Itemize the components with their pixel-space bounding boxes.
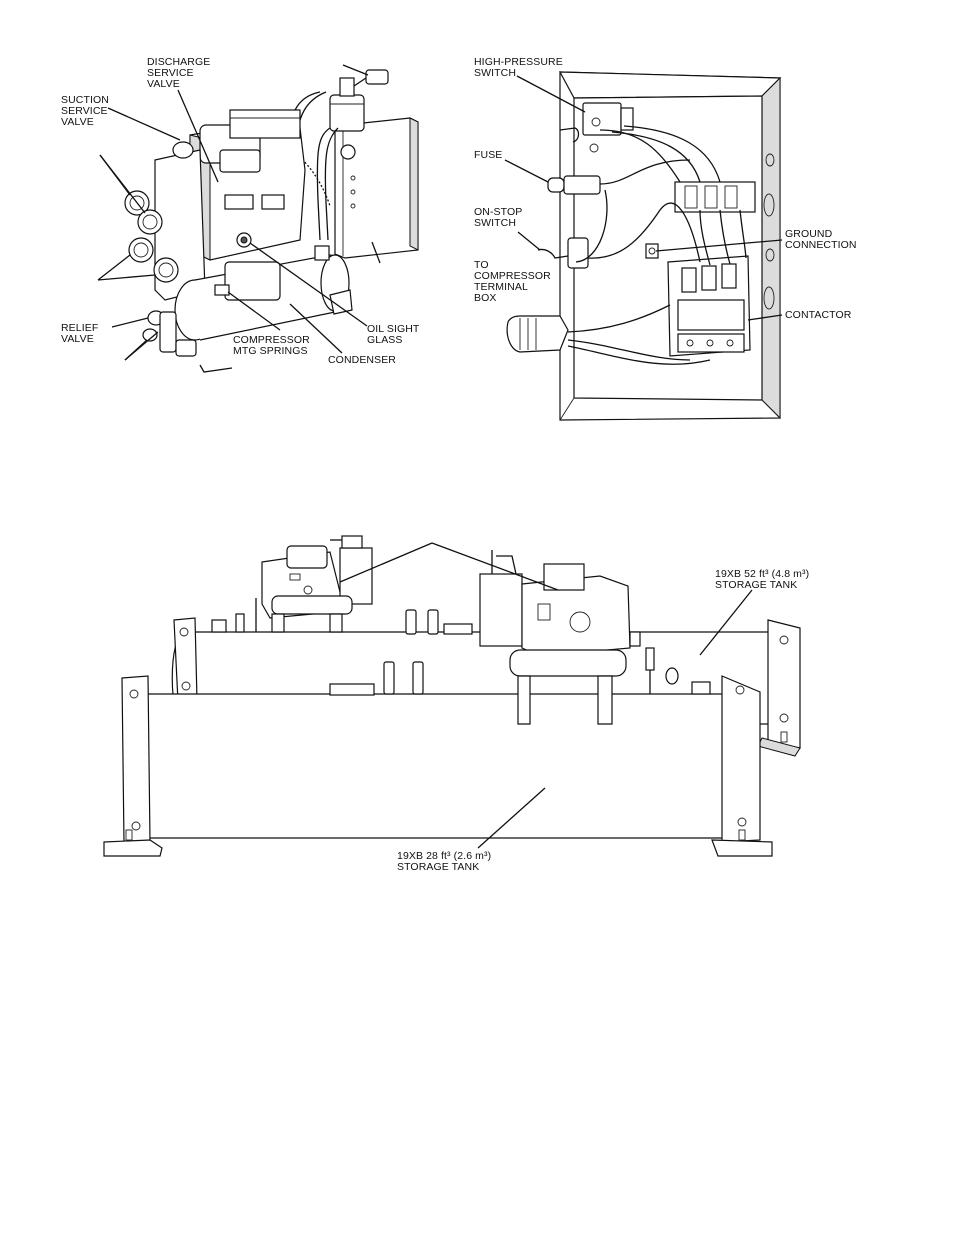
storage-tank-28-label: 19XB 28 ft³ (2.6 m³) STORAGE TANK	[397, 850, 492, 873]
oil-sight-glass-label: OIL SIGHT GLASS	[367, 323, 420, 346]
fuse-label: FUSE	[474, 149, 503, 161]
high-pressure-switch-label: HIGH-PRESSURE SWITCH	[474, 56, 563, 79]
compressor-mtg-springs-label: COMPRESSOR MTG SPRINGS	[233, 334, 310, 357]
condenser-label: CONDENSER	[328, 354, 396, 366]
relief-valve-label: RELIEF VALVE	[61, 322, 99, 345]
suction-service-valve-label: SUCTION SERVICE VALVE	[61, 94, 109, 128]
on-stop-switch-label: ON-STOP SWITCH	[474, 206, 523, 229]
contactor-label: CONTACTOR	[785, 309, 852, 321]
to-compressor-terminal-box-label: TO COMPRESSOR TERMINAL BOX	[474, 259, 551, 304]
storage-tank-52-label: 19XB 52 ft³ (4.8 m³) STORAGE TANK	[715, 568, 810, 591]
ground-connection-label: GROUND CONNECTION	[785, 228, 857, 251]
discharge-service-valve-label: DISCHARGE SERVICE VALVE	[147, 56, 211, 90]
